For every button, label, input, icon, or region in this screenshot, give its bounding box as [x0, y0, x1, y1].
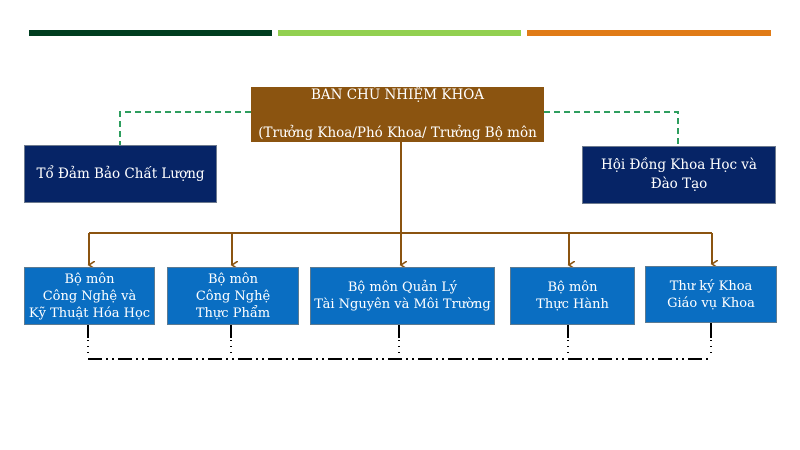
advisory-connector-right — [544, 111, 679, 146]
header-bar-light-green — [278, 30, 521, 36]
department-node-faculty-secretary: Thư ký Khoa Giáo vụ Khoa — [645, 266, 777, 323]
side-node-right-label: Hội Đồng Khoa Học và Đào Tạo — [601, 157, 757, 192]
side-node-quality-assurance: Tổ Đảm Bảo Chất Lượng — [24, 145, 217, 203]
department-label: Bộ môn Công Nghệ Thực Phẩm — [195, 271, 271, 321]
advisory-connector-left — [119, 111, 251, 145]
department-label: Bộ môn Quản Lý Tài Nguyên và Môi Trường — [314, 280, 491, 312]
side-node-science-council: Hội Đồng Khoa Học và Đào Tạo — [582, 146, 776, 204]
department-node-food-technology: Bộ môn Công Nghệ Thực Phẩm — [167, 267, 299, 325]
department-node-chemical-engineering: Bộ môn Công Nghệ và Kỹ Thuật Hóa Học — [24, 267, 155, 325]
top-node-ban-chu-nhiem-khoa: BAN CHỦ NHIỆM KHOA (Trưởng Khoa/Phó Khoa… — [251, 87, 544, 142]
department-label: Bộ môn Công Nghệ và Kỹ Thuật Hóa Học — [28, 271, 151, 321]
top-node-subtitle: (Trưởng Khoa/Phó Khoa/ Trưởng Bộ môn — [258, 125, 537, 141]
top-node-title: BAN CHỦ NHIỆM KHOA — [310, 87, 485, 103]
header-bar-orange — [527, 30, 771, 36]
header-bar-dark-green — [29, 30, 272, 36]
side-node-left-label: Tổ Đảm Bảo Chất Lượng — [36, 165, 205, 182]
department-node-resource-environment: Bộ môn Quản Lý Tài Nguyên và Môi Trường — [310, 267, 495, 325]
department-label: Thư ký Khoa Giáo vụ Khoa — [667, 278, 755, 311]
department-node-practice: Bộ môn Thực Hành — [510, 267, 635, 325]
department-label: Bộ môn Thực Hành — [536, 280, 609, 312]
